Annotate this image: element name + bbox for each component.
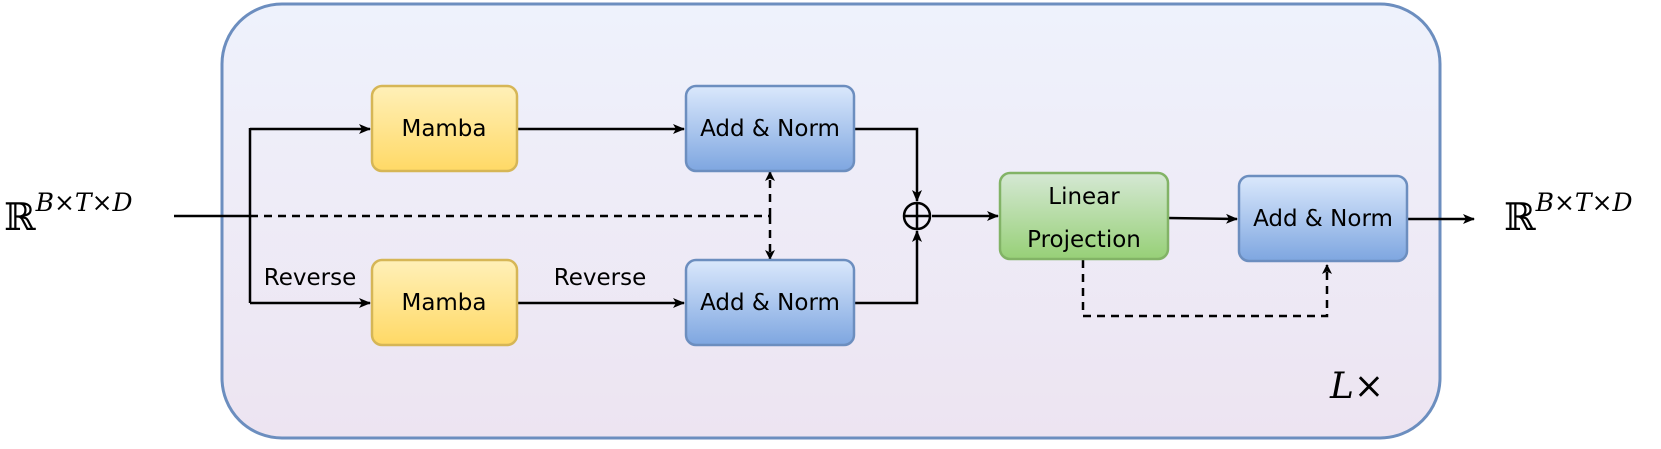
reverse-in-label: Reverse (264, 265, 356, 291)
input-base: ℝ (4, 195, 36, 239)
block-addnorm-bottom: Add & Norm (684, 258, 856, 347)
output-base: ℝ (1504, 195, 1536, 239)
block-linear-projection: Linear Projection (998, 171, 1170, 261)
edge-linear-to-addnorm (1167, 213, 1238, 224)
edge-addnorm-top-to-sum (854, 127, 922, 202)
block-addnorm-top: Add & Norm (684, 84, 856, 173)
output-sup: B×T×D (1535, 188, 1633, 217)
mamba-top-label: Mamba (401, 116, 486, 142)
layer-container (220, 2, 1442, 440)
output-tensor-label: ℝB×T×D (1504, 188, 1633, 239)
linear-residual-dashed (1081, 260, 1332, 318)
block-mamba-top: Mamba (370, 84, 519, 173)
input-tensor-label: ℝB×T×D (4, 188, 133, 239)
reverse-out-label: Reverse (554, 265, 646, 291)
sum-node (902, 201, 932, 231)
addnorm-right-label: Add & Norm (1253, 206, 1393, 232)
block-mamba-bottom: Mamba (370, 258, 519, 347)
edge-addnorm-bottom-to-sum (854, 230, 922, 305)
linear-label-line2: Projection (1027, 227, 1141, 253)
block-addnorm-right: Add & Norm (1237, 174, 1409, 263)
addnorm-bottom-label: Add & Norm (700, 290, 840, 316)
mamba-bottom-label: Mamba (401, 290, 486, 316)
linear-label-line1: Linear (1048, 184, 1120, 210)
addnorm-top-label: Add & Norm (700, 116, 840, 142)
input-sup: B×T×D (35, 188, 133, 217)
connections (174, 124, 1475, 318)
repeat-label: L× (1329, 366, 1384, 407)
